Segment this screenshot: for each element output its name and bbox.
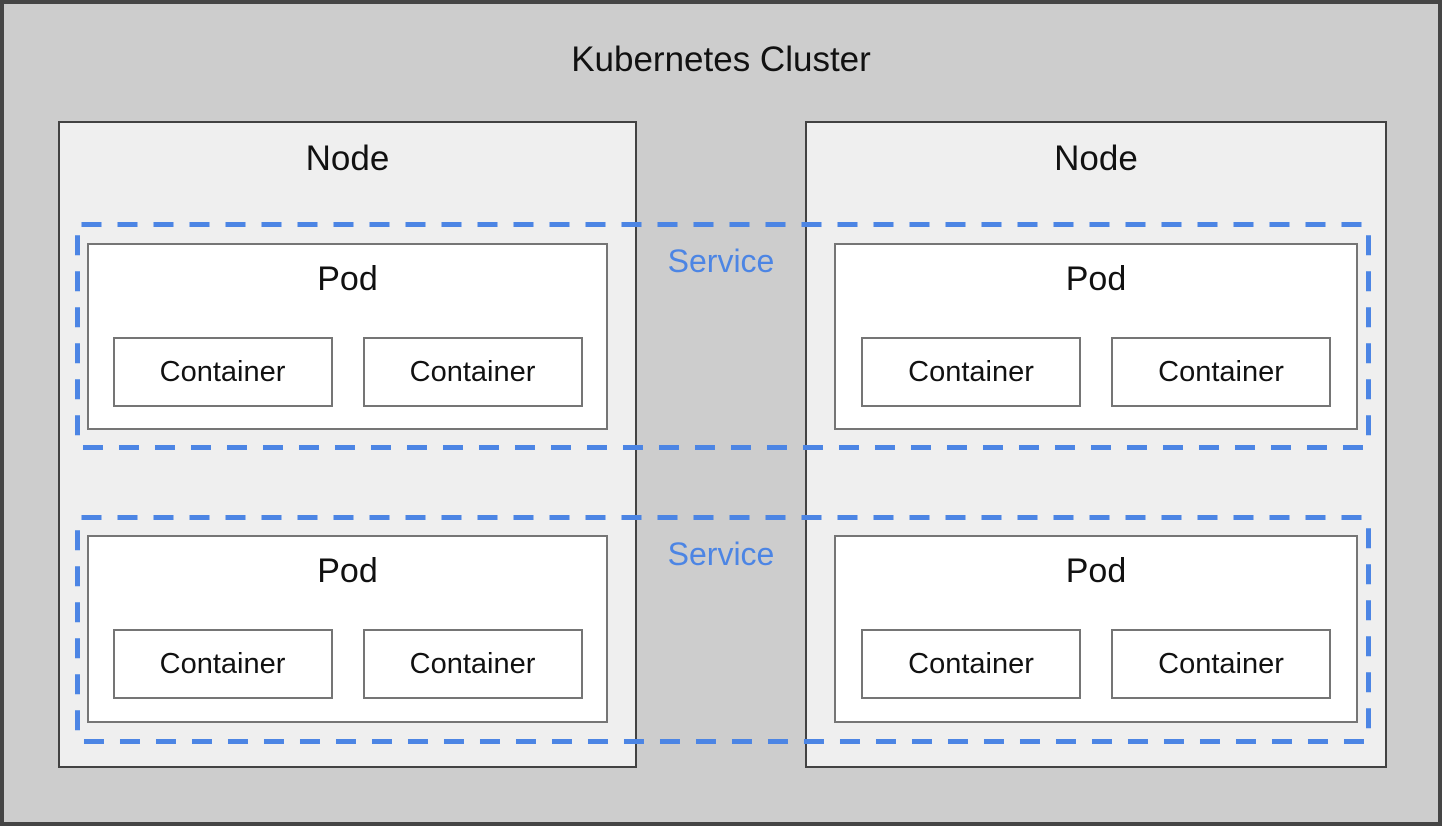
pod-box: Pod Container Container (834, 243, 1358, 430)
container-box: Container (362, 337, 583, 407)
pod-label: Pod (317, 260, 378, 298)
container-label: Container (409, 355, 536, 388)
pod-label: Pod (1065, 552, 1127, 590)
cluster-title: Kubernetes Cluster (571, 40, 871, 79)
node-box-2: Node Pod Container Container Pod Contain… (805, 121, 1387, 768)
container-box: Container (112, 337, 333, 407)
container-row: Container Container (836, 337, 1356, 407)
container-label: Container (1158, 647, 1284, 680)
container-label: Container (159, 647, 286, 680)
container-box: Container (1111, 337, 1331, 407)
service-label: Service (667, 243, 775, 279)
container-box: Container (861, 337, 1081, 407)
container-label: Container (159, 355, 286, 388)
pod-box: Pod Container Container (87, 535, 608, 723)
node-box-1: Node Pod Container Container Pod Contain… (58, 121, 637, 768)
pod-label: Pod (317, 552, 378, 590)
node-label: Node (305, 139, 390, 178)
container-label: Container (908, 647, 1034, 680)
container-label: Container (908, 355, 1034, 388)
container-row: Container Container (836, 629, 1356, 699)
container-row: Container Container (89, 629, 606, 699)
service-label: Service (667, 536, 775, 572)
container-box: Container (1111, 629, 1331, 699)
container-box: Container (112, 629, 333, 699)
container-box: Container (861, 629, 1081, 699)
pod-label: Pod (1065, 260, 1127, 298)
node-label: Node (1054, 139, 1138, 178)
container-box: Container (362, 629, 583, 699)
pod-box: Pod Container Container (87, 243, 608, 430)
container-row: Container Container (89, 337, 606, 407)
container-label: Container (1158, 355, 1284, 388)
pod-box: Pod Container Container (834, 535, 1358, 723)
container-label: Container (409, 647, 536, 680)
